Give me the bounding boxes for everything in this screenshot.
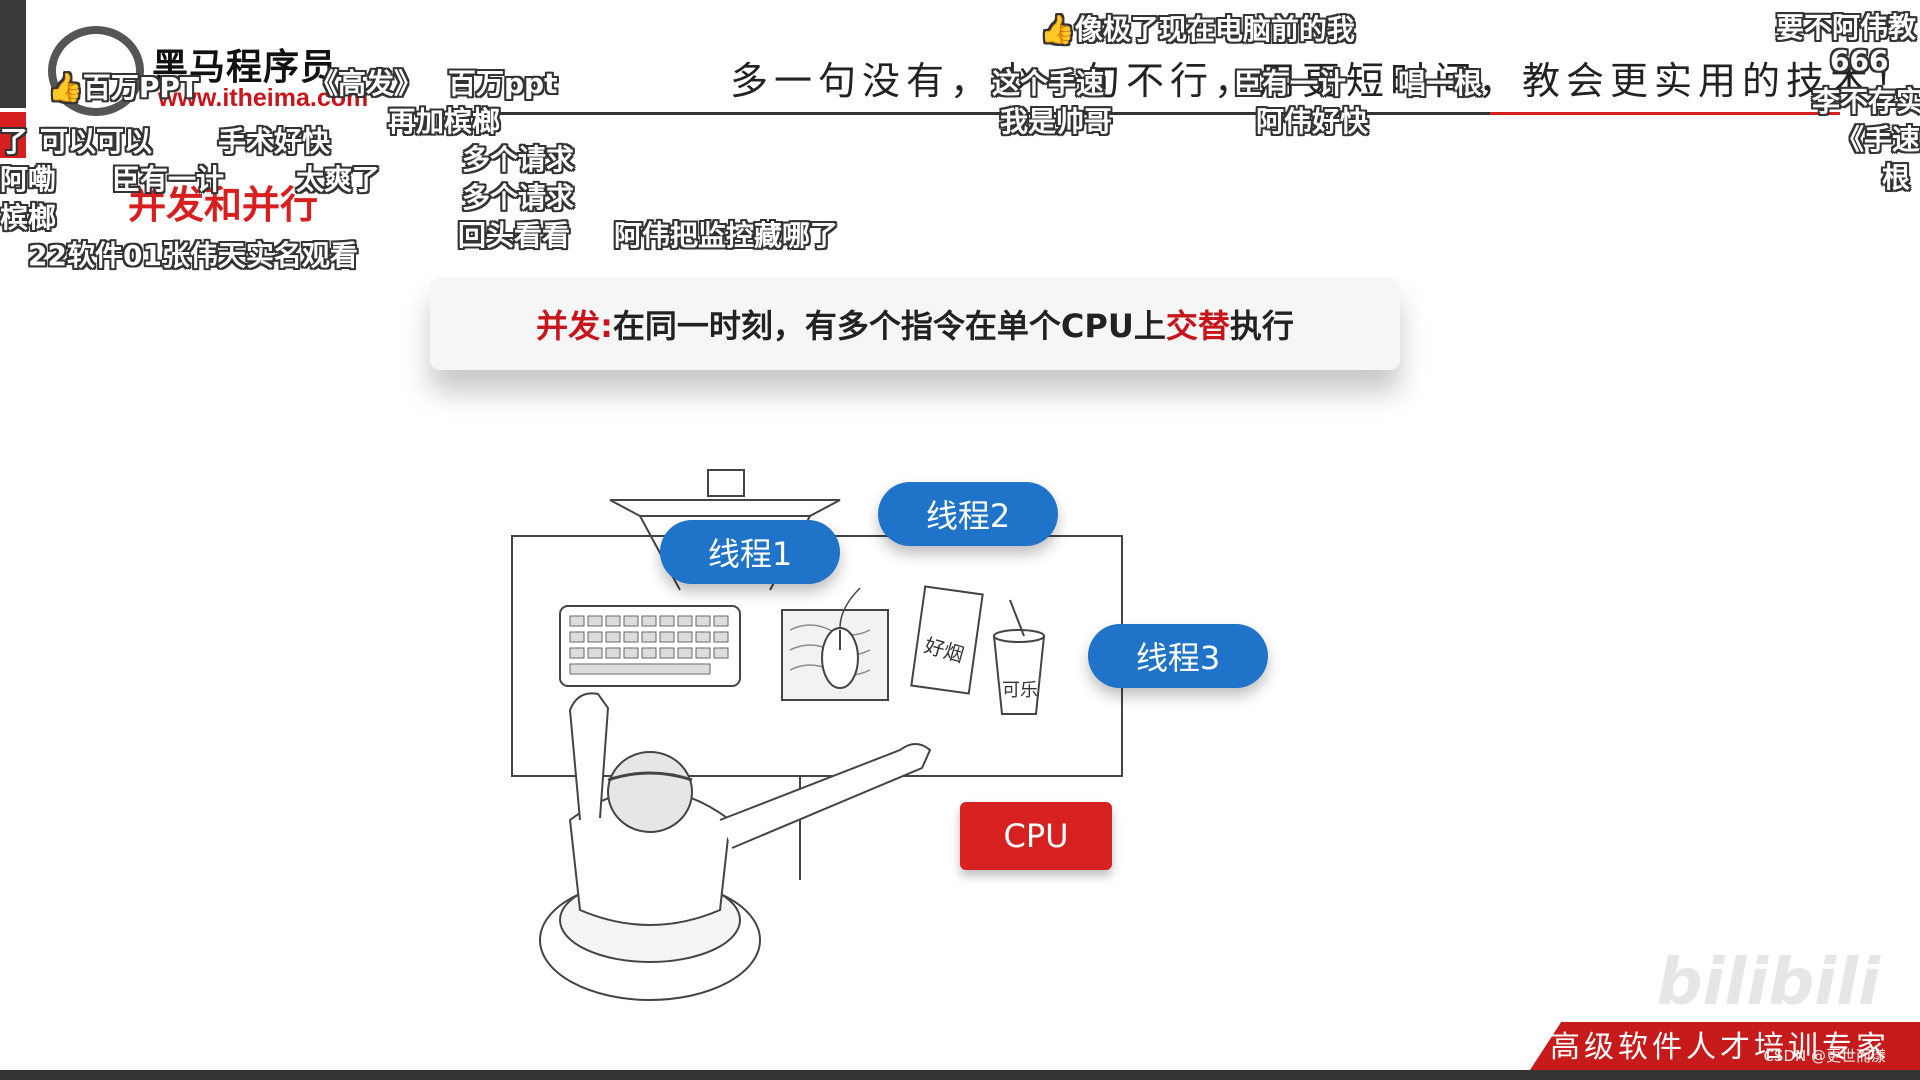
bottom-bar — [0, 1070, 1920, 1080]
person-at-desk-drawing: 好烟 可乐 — [500, 460, 1280, 1020]
thumbs-up-icon: 👍 — [1040, 13, 1075, 46]
danmu-comment: 唱一根 — [1398, 62, 1482, 102]
thread-3-pill: 线程3 — [1088, 624, 1268, 688]
cpu-block: CPU — [960, 802, 1112, 870]
danmu-comment: 太爽了 — [296, 158, 380, 198]
danmu-comment: 我是帅哥 — [1000, 100, 1112, 140]
danmu-comment: 可以可以 — [40, 120, 152, 160]
danmu-comment: 回头看看 — [458, 214, 570, 254]
danmu-comment: 手术好快 — [218, 120, 330, 160]
danmu-comment: 阿伟把监控藏哪了 — [614, 214, 838, 254]
danmu-comment: 多个请求 — [462, 176, 574, 216]
danmu-comment: 《高发》 — [310, 62, 422, 102]
thumbs-up-icon: 👍 — [48, 71, 83, 104]
header-divider-accent — [1490, 112, 1840, 115]
danmu-comment: 这个手速 — [992, 62, 1104, 102]
thread-2-pill: 线程2 — [878, 482, 1058, 546]
danmu-comment: 阿嘞 — [0, 158, 56, 198]
danmu-comment: 槟榔 — [0, 196, 56, 236]
danmu-comment: 《手速 — [1836, 118, 1920, 158]
danmu-comment: 再加槟榔 — [388, 100, 500, 140]
danmu-comment: 根 — [1882, 156, 1910, 196]
csdn-watermark: CSDN @更世而漾 — [1763, 1045, 1886, 1066]
danmu-comment: 阿伟好快 — [1256, 100, 1368, 140]
danmu-comment: 多个请求 — [462, 138, 574, 178]
banner-text-a: 在同一时刻，有多个指令在单个CPU上 — [613, 301, 1166, 347]
banner-highlight: 交替 — [1166, 301, 1230, 347]
danmu-comment: 666 — [1830, 44, 1888, 77]
concurrency-illustration: 好烟 可乐 线程1 线程2 线程3 CPU — [500, 460, 1280, 1020]
banner-term: 并发: — [536, 301, 613, 347]
thread-1-pill: 线程1 — [660, 520, 840, 584]
danmu-comment: 要不阿伟教 — [1776, 6, 1916, 46]
danmu-comment: 👍百万PPT — [48, 66, 199, 106]
danmu-comment: 百万ppt — [448, 62, 557, 102]
left-edge-bar — [0, 0, 26, 108]
danmu-comment: 臣有一计 — [1234, 62, 1346, 102]
danmu-comment: 了 — [0, 120, 28, 160]
danmu-comment: 李不存实 — [1812, 80, 1920, 120]
danmu-comment: 👍像极了现在电脑前的我 — [1040, 8, 1355, 48]
bilibili-watermark-icon: bilibili — [1657, 946, 1880, 1020]
definition-banner: 并发: 在同一时刻，有多个指令在单个CPU上 交替 执行 — [430, 278, 1400, 370]
cola-label: 可乐 — [1002, 680, 1038, 701]
danmu-comment: 22软件01张伟天实名观看 — [28, 234, 358, 274]
danmu-comment: 臣有一计 — [112, 158, 224, 198]
banner-text-b: 执行 — [1230, 301, 1294, 347]
